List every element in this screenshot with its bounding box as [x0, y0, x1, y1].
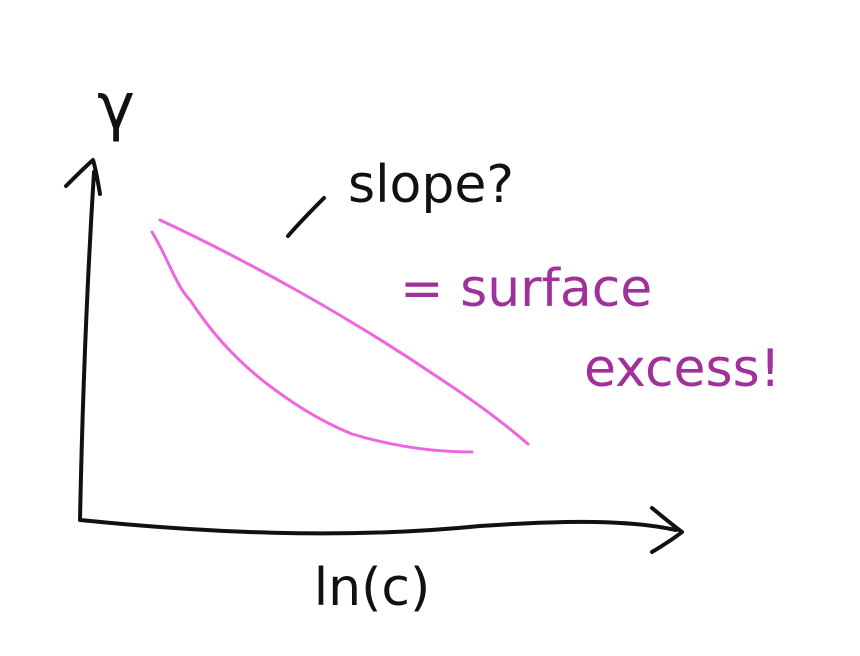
slope-pointer-tick: [286, 196, 326, 238]
x-axis: [78, 518, 678, 536]
straight-line-curve: [158, 218, 530, 446]
y-axis: [78, 170, 96, 522]
x-axis-label: ln(c): [314, 558, 431, 618]
x-axis-arrowhead: [650, 506, 684, 554]
surface-excess-note-line1: = surface: [400, 259, 652, 319]
concave-curve: [150, 230, 474, 454]
axes: [64, 158, 684, 554]
curves: [150, 218, 530, 454]
y-axis-label: γ: [97, 70, 135, 144]
y-axis-arrowhead: [64, 158, 102, 196]
slope-question-note: slope?: [348, 155, 514, 215]
surface-excess-note-line2: excess!: [584, 339, 781, 399]
